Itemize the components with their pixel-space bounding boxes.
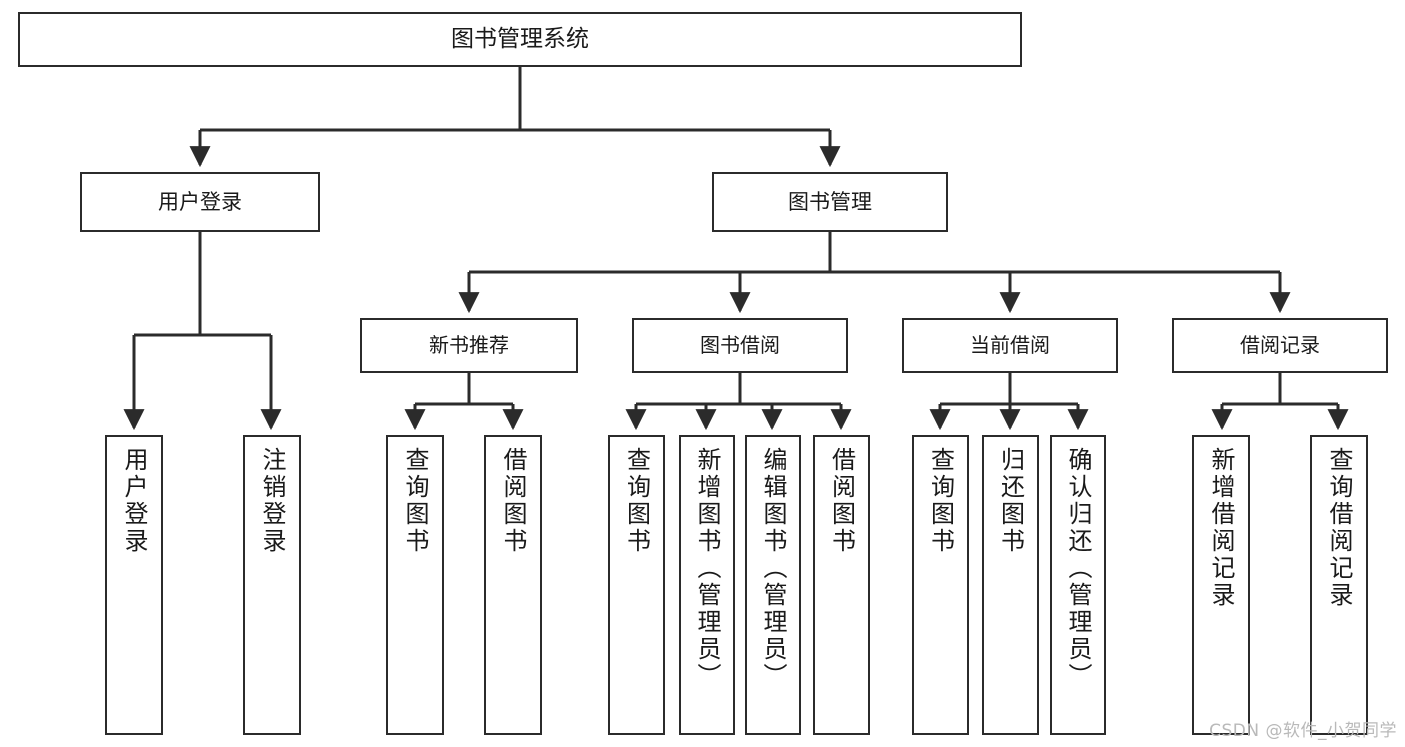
node-user-login-label: 用户登录: [158, 189, 242, 214]
leaf-query-borrow-record-label: 查询借阅记录: [1325, 447, 1353, 609]
node-root[interactable]: 图书管理系统: [18, 12, 1022, 67]
leaf-query-book-borrow[interactable]: 查询图书: [608, 435, 665, 735]
leaf-return-book-label: 归还图书: [996, 447, 1025, 555]
leaf-query-borrow-record[interactable]: 查询借阅记录: [1310, 435, 1368, 735]
leaf-add-borrow-record-label: 新增借阅记录: [1207, 447, 1235, 609]
leaf-query-book-recommend[interactable]: 查询图书: [386, 435, 444, 735]
leaf-query-book-borrow-label: 查询图书: [622, 447, 651, 555]
leaf-query-book-current-label: 查询图书: [926, 447, 955, 555]
node-user-login[interactable]: 用户登录: [80, 172, 320, 232]
node-borrow-record[interactable]: 借阅记录: [1172, 318, 1388, 373]
node-book-borrow[interactable]: 图书借阅: [632, 318, 848, 373]
leaf-user-login-label: 用户登录: [120, 447, 148, 555]
leaf-return-book[interactable]: 归还图书: [982, 435, 1039, 735]
leaf-logout[interactable]: 注销登录: [243, 435, 301, 735]
node-current-borrow-label: 当前借阅: [970, 332, 1050, 357]
leaf-confirm-return-admin[interactable]: 确认归还（管理员）: [1050, 435, 1106, 735]
leaf-confirm-return-admin-label: 确认归还（管理员）: [1064, 447, 1092, 690]
node-new-book-recommend-label: 新书推荐: [429, 332, 509, 357]
node-current-borrow[interactable]: 当前借阅: [902, 318, 1118, 373]
node-book-borrow-label: 图书借阅: [700, 332, 780, 357]
node-new-book-recommend[interactable]: 新书推荐: [360, 318, 578, 373]
node-root-label: 图书管理系统: [451, 25, 589, 52]
leaf-user-login[interactable]: 用户登录: [105, 435, 163, 735]
leaf-query-book-current[interactable]: 查询图书: [912, 435, 969, 735]
node-borrow-record-label: 借阅记录: [1240, 332, 1320, 357]
leaf-edit-book-admin[interactable]: 编辑图书（管理员）: [745, 435, 801, 735]
leaf-logout-label: 注销登录: [258, 447, 286, 555]
watermark: CSDN @软件_小贺同学: [1209, 721, 1397, 741]
leaf-add-book-admin[interactable]: 新增图书（管理员）: [679, 435, 735, 735]
leaf-borrow-book-recommend[interactable]: 借阅图书: [484, 435, 542, 735]
leaf-edit-book-admin-label: 编辑图书（管理员）: [759, 447, 787, 690]
leaf-borrow-book-recommend-label: 借阅图书: [499, 447, 527, 555]
leaf-query-book-recommend-label: 查询图书: [401, 447, 429, 555]
leaf-add-borrow-record[interactable]: 新增借阅记录: [1192, 435, 1250, 735]
node-book-management-label: 图书管理: [788, 189, 872, 214]
leaf-borrow-book-label: 借阅图书: [827, 447, 856, 555]
node-book-management[interactable]: 图书管理: [712, 172, 948, 232]
leaf-add-book-admin-label: 新增图书（管理员）: [693, 447, 721, 690]
leaf-borrow-book[interactable]: 借阅图书: [813, 435, 870, 735]
